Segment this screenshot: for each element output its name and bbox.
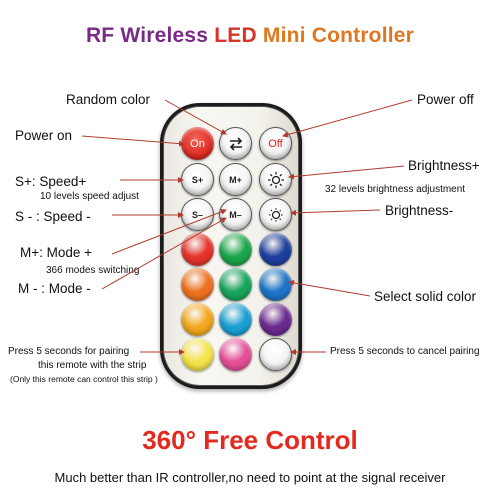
callout-power-off: [282, 99, 413, 138]
color-button[interactable]: [219, 233, 252, 266]
label-random-color: Random color: [66, 92, 151, 107]
label-pairing-line-2: this remote with the strip: [38, 360, 147, 371]
title-part-1: RF Wireless: [85, 24, 209, 47]
mode-plus-button[interactable]: M+: [219, 163, 252, 196]
callout-mode-plus: [111, 209, 227, 255]
label-speed-adjust: 10 levels speed adjust: [40, 191, 139, 202]
label-modes-switching: 366 modes switching: [46, 265, 140, 276]
color-button[interactable]: [181, 303, 214, 336]
power-on-button[interactable]: On: [181, 127, 214, 160]
shuffle-arrows-icon: [229, 136, 242, 151]
title-part-2: LED: [214, 24, 257, 47]
label-power-off: Power off: [417, 92, 474, 107]
label-pairing-line-3: (Only this remote can control this strip…: [10, 374, 158, 384]
callout-random-color: [164, 99, 227, 135]
color-button[interactable]: [181, 268, 214, 301]
sun-bright-icon: [267, 171, 284, 188]
color-button[interactable]: [259, 338, 292, 371]
callout-power-on: [81, 135, 185, 147]
brightness-plus-button[interactable]: [259, 163, 292, 196]
footer-text: Much better than IR controller,no need t…: [54, 470, 446, 485]
color-button[interactable]: [259, 268, 292, 301]
color-button[interactable]: [219, 303, 252, 336]
callout-brightness-plus: [288, 165, 405, 180]
color-button[interactable]: [181, 338, 214, 371]
color-button[interactable]: [219, 268, 252, 301]
color-button[interactable]: [259, 303, 292, 336]
label-brightness-minus: Brightness-: [385, 203, 454, 218]
color-button[interactable]: [219, 338, 252, 371]
label-speed-plus: S+: Speed+: [15, 174, 87, 189]
callout-brightness-minus: [290, 209, 381, 216]
label-mode-plus: M+: Mode +: [20, 245, 93, 260]
label-brightness-plus: Brightness+: [408, 158, 480, 173]
label-mode-minus: M - : Mode -: [18, 281, 91, 296]
label-power-on: Power on: [15, 128, 73, 143]
headline: 360° Free Control: [142, 425, 358, 455]
callout-mode-minus: [101, 217, 227, 290]
label-speed-minus: S - : Speed -: [15, 209, 91, 224]
label-cancel-pairing: Press 5 seconds to cancel pairing: [330, 346, 480, 357]
sun-dim-icon: [268, 207, 283, 222]
title-part-3: Mini Controller: [262, 24, 415, 47]
page-title: RF Wireless LED Mini Controller: [0, 24, 500, 48]
callout-select-solid-color: [288, 279, 371, 297]
color-button[interactable]: [259, 233, 292, 266]
mode-minus-button[interactable]: M–: [219, 198, 252, 231]
speed-plus-button[interactable]: S+: [181, 163, 214, 196]
color-button[interactable]: [181, 233, 214, 266]
label-pairing-line-1: Press 5 seconds for pairing: [8, 346, 130, 357]
brightness-minus-button[interactable]: [259, 198, 292, 231]
label-select-solid-color: Select solid color: [374, 289, 477, 304]
label-brightness-adjust: 32 levels brightness adjustment: [325, 184, 466, 195]
